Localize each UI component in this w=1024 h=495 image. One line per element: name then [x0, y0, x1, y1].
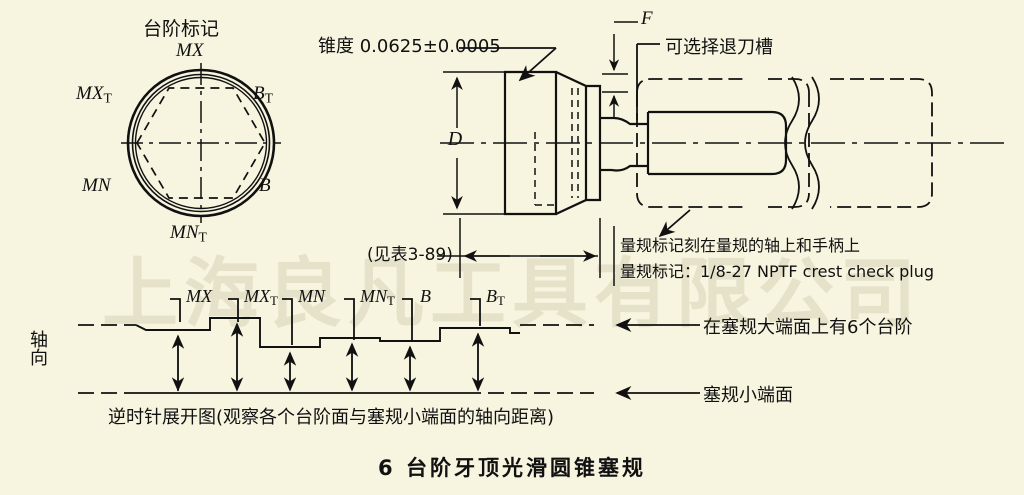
- marking-note-line-1: 量规标记刻在量规的轴上和手柄上: [620, 236, 861, 255]
- step-label-5-base: B: [420, 286, 431, 306]
- plug-taper-section: [555, 71, 588, 215]
- diameter-dimension: [443, 71, 512, 215]
- step-leader-5: [402, 298, 413, 340]
- axial-axis-label: 轴向: [27, 330, 48, 366]
- note-six-steps: 在塞规大端面上有6个台阶: [703, 317, 913, 338]
- step-label-6: BT: [486, 286, 505, 309]
- groove-dimension-label: F: [641, 8, 653, 29]
- step-label-5: B: [420, 286, 431, 309]
- figure-title: 6 台阶牙顶光滑圆锥塞规: [378, 456, 646, 480]
- end-view-label-mx: MX: [176, 40, 204, 61]
- end-view-label-mnt: MNT: [170, 222, 207, 245]
- step-label-4: MNT: [360, 286, 395, 309]
- end-view-label-b: B: [259, 175, 271, 196]
- taper-leader-arrow: [518, 47, 557, 82]
- step-label-3-base: MN: [298, 286, 325, 306]
- marking-leader-line: [658, 209, 691, 238]
- step-leader-1: [170, 298, 181, 322]
- end-view-label-bt: BT: [253, 83, 273, 106]
- marking-note-line-2: 量规标记：1/8-27 NPTF crest check plug: [620, 262, 935, 281]
- hexagon-outline: [136, 87, 266, 199]
- side-view-group: [440, 70, 1010, 216]
- step-label-2-sub: T: [270, 293, 278, 309]
- step-label-1: MX: [186, 286, 212, 309]
- taper-leader: [459, 47, 557, 82]
- handle-alt-bottom-left: [636, 192, 746, 208]
- taper-note: 锥度 0.0625±0.0005: [318, 36, 501, 57]
- step-label-2-base: MX: [244, 286, 270, 306]
- end-view-label-mn: MN: [82, 175, 111, 196]
- mxt-base: MX: [76, 83, 104, 104]
- step-leader-2: [228, 298, 239, 322]
- step-label-1-base: MX: [186, 286, 212, 306]
- diameter-label: D: [444, 128, 466, 150]
- mnt-sub: T: [198, 229, 207, 245]
- end-view-label-mxt: MXT: [76, 83, 112, 106]
- end-view-group: [121, 63, 281, 223]
- step-leader-3: [282, 298, 293, 345]
- handle-alt-top-left: [636, 78, 746, 94]
- step-chart-group: [78, 298, 700, 401]
- mxt-sub: T: [103, 90, 112, 106]
- length-dimension: [437, 218, 615, 286]
- break-line-2: [804, 76, 820, 210]
- groove-note-leader: [636, 43, 660, 120]
- f-dimension: [602, 21, 638, 118]
- development-caption: 逆时针展开图(观察各个台阶面与塞规小端面的轴向距离): [108, 407, 555, 428]
- step-label-3: MN: [298, 286, 325, 309]
- groove-fillet-top: [613, 116, 648, 126]
- table-reference: (见表3-89): [367, 245, 453, 265]
- mnt-base: MN: [170, 222, 199, 243]
- groove-note: 可选择退刀槽: [665, 37, 773, 58]
- groove-fillet-bottom: [611, 164, 648, 172]
- step-label-6-sub: T: [497, 293, 505, 309]
- handle-alt-top-right: [768, 78, 810, 94]
- end-view-heading: 台阶标记: [143, 18, 220, 40]
- step-label-2: MXT: [244, 286, 278, 309]
- step-leader-6: [470, 298, 481, 326]
- bt-base: B: [253, 83, 265, 104]
- bt-sub: T: [264, 90, 273, 106]
- step-label-4-base: MN: [360, 286, 387, 306]
- marking-leader: [658, 209, 691, 238]
- note-small-end-face: 塞规小端面: [703, 385, 793, 406]
- handle-alt-bottom-right: [768, 192, 810, 208]
- step-label-4-sub: T: [387, 293, 395, 309]
- step-leader-4: [344, 298, 355, 340]
- step-profile: [135, 317, 520, 348]
- step-label-6-base: B: [486, 286, 497, 306]
